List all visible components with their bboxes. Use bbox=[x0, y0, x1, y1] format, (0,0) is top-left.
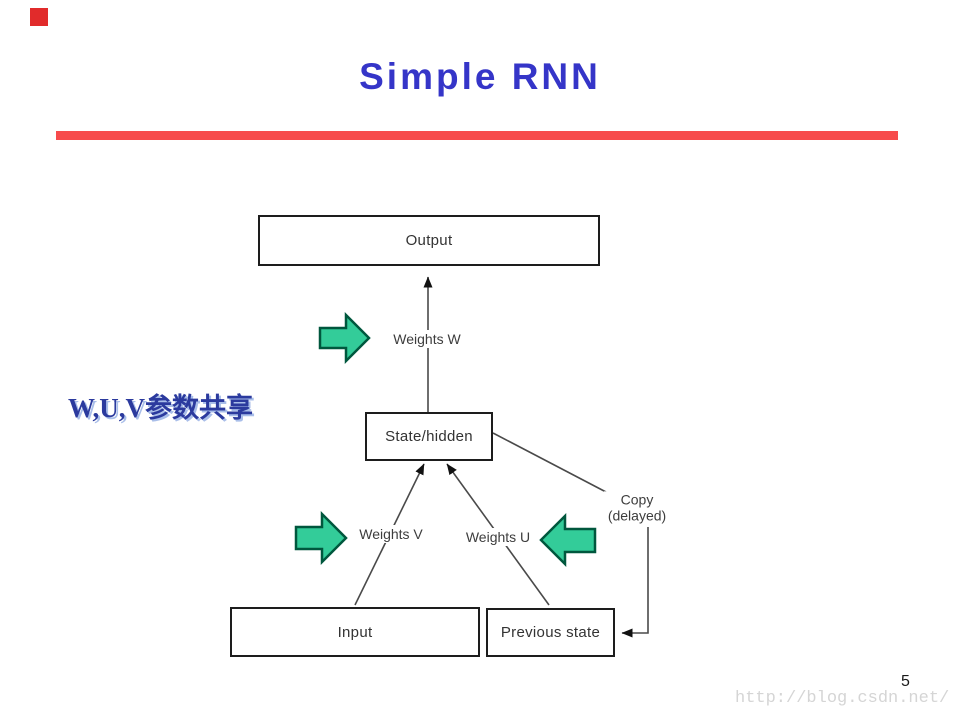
edge-label-weights-w: Weights W bbox=[389, 330, 465, 348]
annotation-text: W,U,V参数共享 bbox=[68, 393, 254, 423]
edge-label-copy-line2: (delayed) bbox=[607, 507, 667, 523]
green-arrow-right-weights-v-icon bbox=[294, 510, 348, 566]
green-arrow-left-weights-u-icon bbox=[539, 512, 597, 568]
edge-state-to-copy bbox=[492, 432, 607, 493]
node-input-label: Input bbox=[337, 623, 373, 641]
edge-label-weights-v: Weights V bbox=[355, 525, 427, 543]
node-input: Input bbox=[230, 607, 480, 657]
node-output-label: Output bbox=[405, 232, 453, 249]
edge-label-copy-delayed: Copy (delayed) bbox=[603, 491, 671, 525]
watermark: http://blog.csdn.net/ bbox=[735, 689, 950, 708]
slide-title: Simple RNN bbox=[359, 56, 601, 97]
title-underline bbox=[56, 131, 898, 140]
node-state-hidden-label: State/hidden bbox=[385, 428, 473, 445]
node-output: Output bbox=[258, 215, 600, 266]
edge-copy-to-prev bbox=[621, 527, 649, 638]
node-previous-state-label: Previous state bbox=[500, 624, 601, 641]
node-state-hidden: State/hidden bbox=[365, 412, 493, 461]
green-arrow-right-weights-w-icon bbox=[318, 311, 371, 365]
corner-accent-square bbox=[30, 8, 48, 26]
node-previous-state: Previous state bbox=[486, 608, 615, 657]
page-number: 5 bbox=[901, 673, 910, 690]
edge-label-weights-u: Weights U bbox=[461, 528, 535, 546]
edge-label-copy-line1: Copy bbox=[620, 491, 654, 508]
